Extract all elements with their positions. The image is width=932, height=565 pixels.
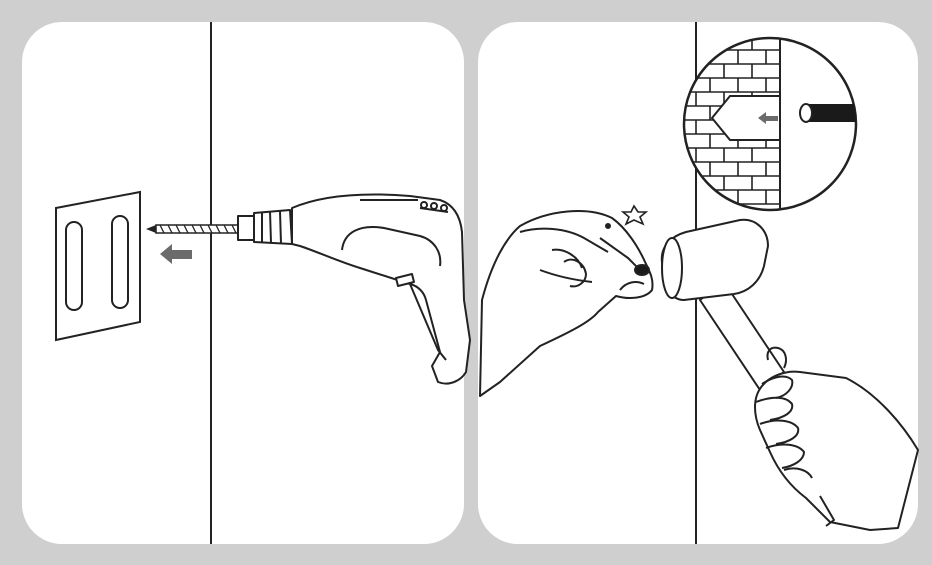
plug-tip bbox=[634, 264, 650, 276]
hand-holding-mallet bbox=[754, 346, 919, 531]
wall-plate bbox=[55, 190, 141, 342]
drill-chuck bbox=[253, 209, 293, 245]
mallet-head bbox=[660, 218, 769, 301]
left-arrow-icon bbox=[758, 112, 778, 124]
rubber-mallet bbox=[660, 218, 785, 391]
drill-body bbox=[291, 193, 471, 385]
drilled-hole bbox=[710, 95, 780, 141]
anchor-plug bbox=[799, 103, 856, 123]
hand-holding-plug bbox=[479, 210, 654, 397]
drill-screw bbox=[146, 224, 243, 234]
panel-hammer bbox=[478, 22, 919, 544]
plate-slot-right bbox=[111, 215, 129, 309]
drill-chuck-tip bbox=[237, 215, 255, 241]
electric-drill bbox=[237, 193, 471, 385]
impact-sparkle-icon bbox=[620, 204, 649, 226]
left-arrow-icon bbox=[160, 244, 192, 264]
panel-drill-background bbox=[22, 22, 464, 544]
panel-drill bbox=[22, 22, 471, 544]
plate-slot-left bbox=[65, 221, 83, 311]
drill-trigger bbox=[395, 273, 415, 287]
